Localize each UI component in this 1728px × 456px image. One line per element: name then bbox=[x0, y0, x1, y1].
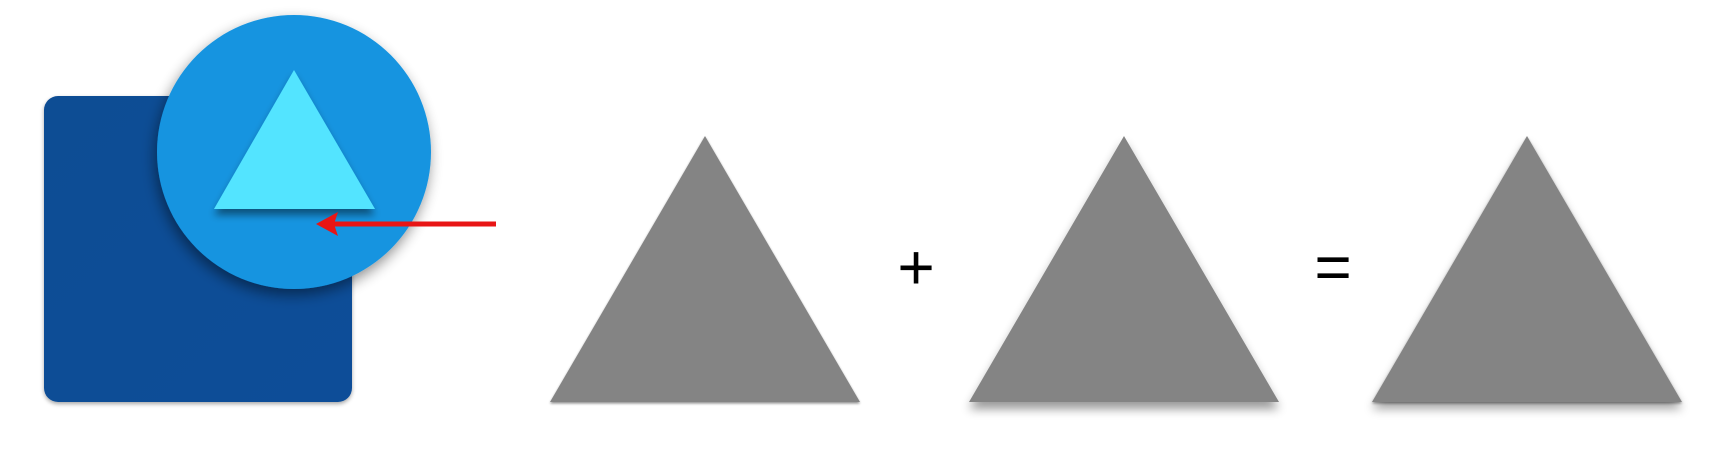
pointer-arrow-icon bbox=[316, 212, 496, 236]
light-blue-triangle bbox=[214, 70, 375, 209]
equals-operator: = bbox=[1314, 231, 1351, 303]
plus-operator: + bbox=[897, 231, 934, 303]
triangle-shadow bbox=[969, 136, 1279, 402]
triangle-combined bbox=[1372, 136, 1682, 402]
app-icon-composite bbox=[44, 15, 431, 402]
triangle-flat bbox=[550, 136, 860, 402]
